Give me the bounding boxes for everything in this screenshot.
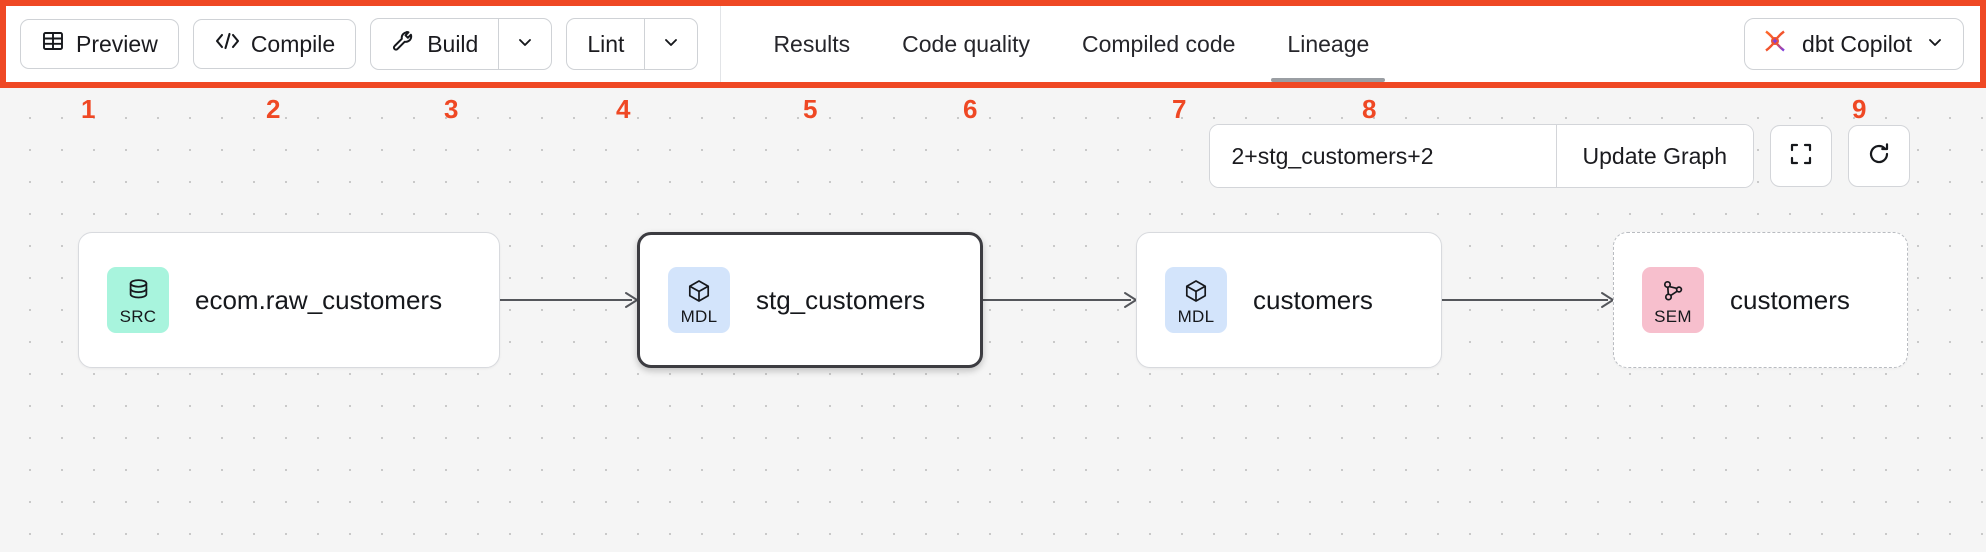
chevron-down-icon [661, 32, 681, 57]
preview-button[interactable]: Preview [20, 19, 179, 69]
code-icon [214, 30, 240, 58]
update-graph-button[interactable]: Update Graph [1555, 125, 1753, 187]
tab-code-quality-label: Code quality [902, 30, 1030, 57]
tab-compiled-code-label: Compiled code [1082, 30, 1236, 57]
toolbar-highlight-frame: Preview Compile [0, 0, 1986, 88]
lineage-graph-controls: Update Graph [1208, 124, 1910, 188]
node-selector-group: Update Graph [1208, 124, 1754, 188]
tab-results[interactable]: Results [747, 6, 876, 82]
node-selector-input[interactable] [1209, 125, 1556, 187]
tab-lineage-label: Lineage [1287, 30, 1370, 57]
cube-icon [1183, 275, 1209, 307]
database-icon [126, 275, 151, 307]
lineage-node-customers-model[interactable]: MDL customers [1136, 232, 1442, 368]
build-button[interactable]: Build [371, 19, 498, 69]
editor-toolbar: Preview Compile [6, 6, 1980, 82]
chevron-down-icon [1925, 31, 1945, 58]
build-dropdown-toggle[interactable] [498, 19, 551, 69]
toolbar-action-buttons: Preview Compile [6, 6, 699, 82]
graph-icon [1660, 275, 1686, 307]
lint-button-label: Lint [587, 30, 625, 57]
compile-button[interactable]: Compile [192, 19, 357, 69]
node-badge-mdl-label: MDL [1177, 307, 1215, 326]
tab-compiled-code[interactable]: Compiled code [1056, 6, 1261, 82]
node-badge-mdl: MDL [1165, 267, 1227, 333]
dbt-copilot-button[interactable]: dbt Copilot [1744, 18, 1964, 70]
node-badge-sem: SEM [1642, 267, 1704, 333]
chevron-down-icon [515, 32, 535, 57]
lint-button[interactable]: Lint [567, 19, 644, 69]
build-button-group: Build [370, 18, 553, 70]
lint-button-group: Lint [566, 18, 699, 70]
node-badge-sem-label: SEM [1654, 307, 1692, 326]
build-button-label: Build [427, 30, 479, 57]
lint-dropdown-toggle[interactable] [644, 19, 697, 69]
lineage-node-ecom-raw-customers[interactable]: SRC ecom.raw_customers [78, 232, 500, 368]
lineage-node-label: customers [1730, 284, 1850, 315]
lineage-node-label: customers [1253, 284, 1373, 315]
node-badge-src: SRC [107, 267, 169, 333]
cube-icon [686, 275, 712, 307]
fit-to-screen-icon [1788, 141, 1814, 172]
node-badge-mdl: MDL [668, 267, 730, 333]
update-graph-label: Update Graph [1582, 142, 1727, 169]
node-badge-mdl-label: MDL [680, 307, 718, 326]
refresh-graph-button[interactable] [1848, 125, 1910, 187]
lineage-node-label: stg_customers [756, 284, 926, 315]
tab-code-quality[interactable]: Code quality [876, 6, 1056, 82]
wrench-icon [391, 29, 416, 60]
compile-button-label: Compile [250, 30, 336, 57]
tab-results-label: Results [773, 30, 851, 57]
dbt-copilot-label: dbt Copilot [1802, 30, 1912, 57]
lineage-canvas[interactable]: Update Graph [0, 88, 1986, 552]
table-icon [41, 29, 65, 59]
lineage-node-label: ecom.raw_customers [195, 284, 443, 315]
tab-lineage[interactable]: Lineage [1261, 6, 1395, 82]
refresh-icon [1866, 141, 1892, 172]
lineage-node-stg-customers[interactable]: MDL stg_customers [637, 232, 983, 368]
preview-button-label: Preview [76, 30, 158, 57]
result-panel-tabs: Results Code quality Compiled code Linea… [747, 6, 1395, 82]
fit-to-screen-button[interactable] [1770, 125, 1832, 187]
toolbar-divider [720, 6, 722, 82]
copilot-star-icon [1761, 27, 1789, 61]
lineage-node-customers-semantic[interactable]: SEM customers [1613, 232, 1908, 368]
node-badge-src-label: SRC [119, 307, 157, 326]
